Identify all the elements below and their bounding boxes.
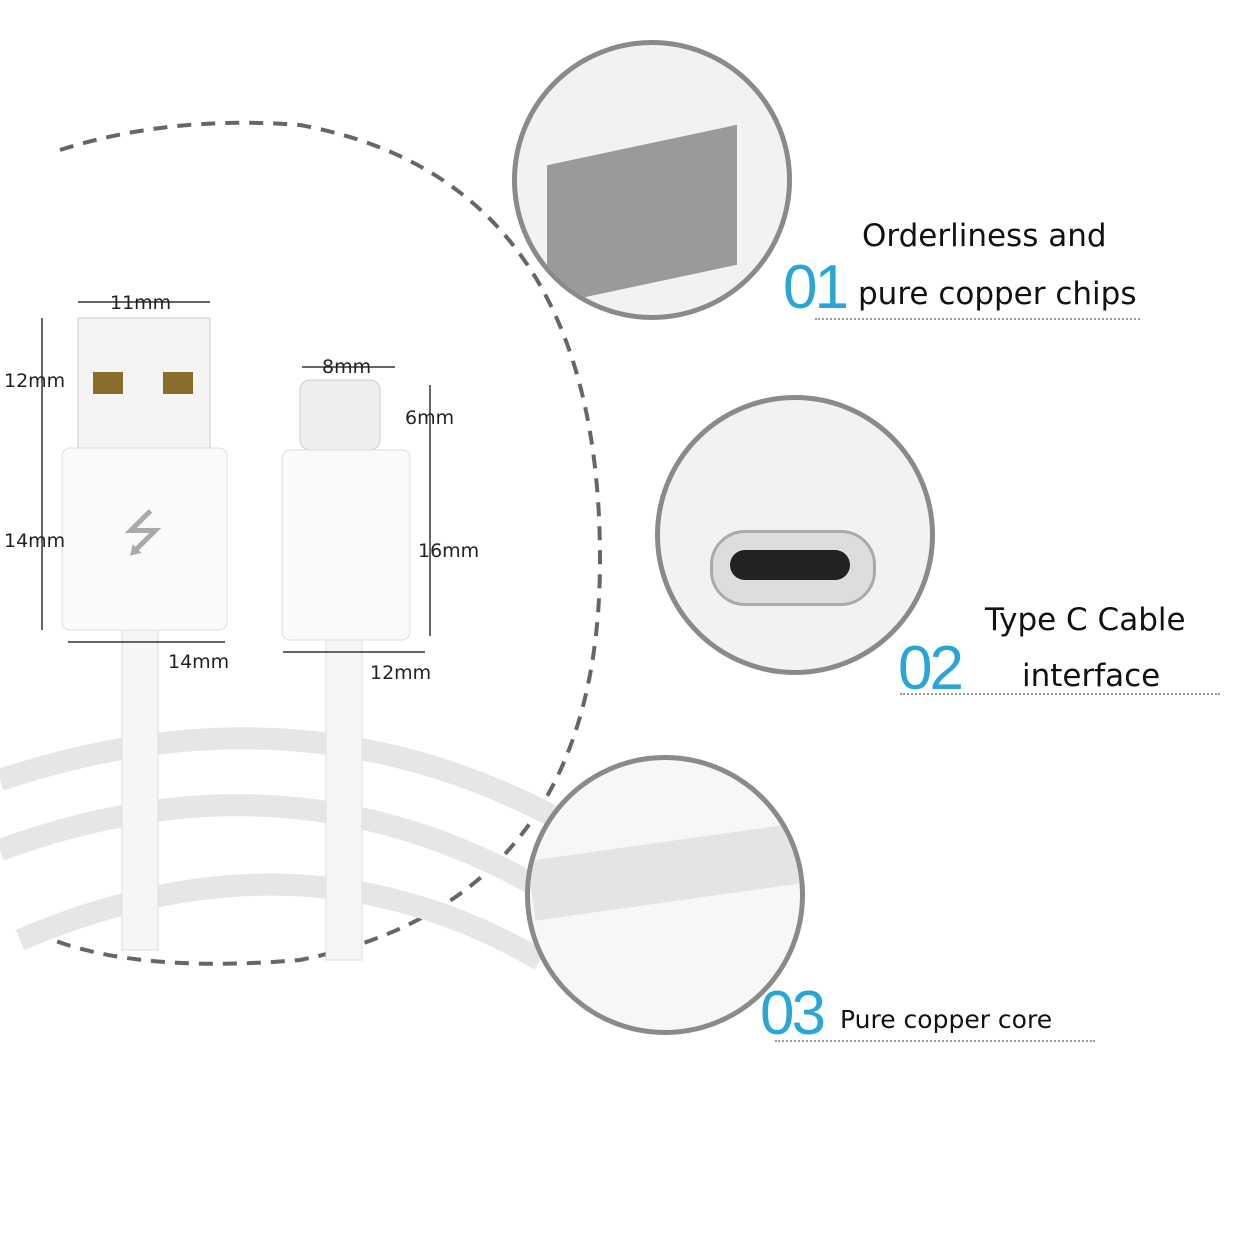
dim-c-plug-len: 6mm <box>405 407 455 429</box>
usb-icon: ⭍ <box>122 504 164 562</box>
usb-c-closeup <box>655 395 935 675</box>
dim-c-width: 8mm <box>322 356 372 378</box>
dim-usb-width: 11mm <box>110 292 172 314</box>
dim-usb-body-len: 14mm <box>4 530 66 552</box>
feature-3-number: 03 <box>760 979 826 1048</box>
cable-closeup <box>525 755 805 1035</box>
usb-c-body <box>281 449 411 641</box>
feature-1-line1: Orderliness and <box>862 218 1107 254</box>
divider <box>815 318 1140 320</box>
usb-c-plug <box>299 379 381 451</box>
divider <box>775 1040 1095 1042</box>
dim-usb-body-width: 14mm <box>168 651 230 673</box>
feature-3-line1: Pure copper core <box>840 1005 1053 1034</box>
divider <box>900 693 1220 695</box>
dim-usb-plug-len: 12mm <box>4 370 66 392</box>
feature-2-line1: Type C Cable <box>985 602 1186 638</box>
feature-2-line2: interface <box>1022 658 1161 694</box>
dashed-arc <box>29 120 603 966</box>
usb-a-closeup <box>512 40 792 320</box>
feature-1-number: 01 <box>783 253 849 322</box>
feature-1-line2: pure copper chips <box>858 276 1137 312</box>
dim-c-body-width: 12mm <box>370 662 432 684</box>
dim-c-body-len: 16mm <box>418 540 480 562</box>
feature-2-number: 02 <box>898 634 964 703</box>
